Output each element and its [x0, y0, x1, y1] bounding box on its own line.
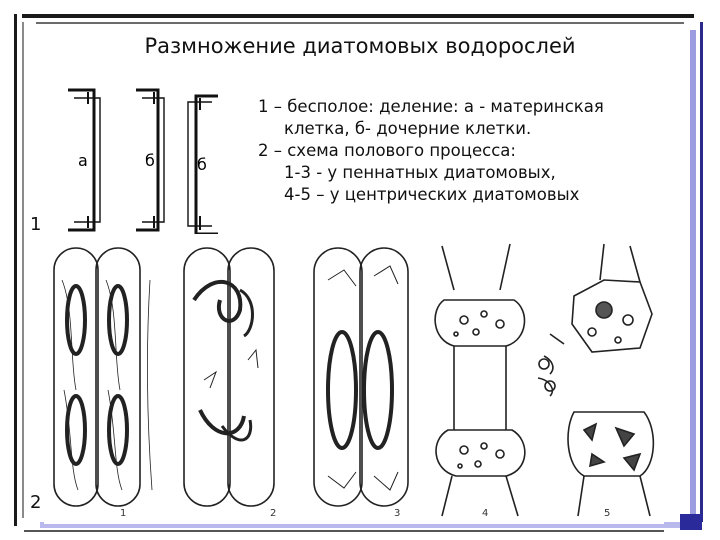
panel-1-pennate-pair [53, 247, 153, 507]
label-b-right: б [197, 155, 207, 174]
mother-cell-frustule [68, 88, 101, 232]
panel-2-pennate-pair [183, 247, 275, 507]
cell-division-diagram: а б б [68, 88, 218, 234]
figure-label-1: 1 [30, 214, 42, 235]
daughter-cell-frustule-right [187, 94, 218, 234]
panel-number-5: 5 [604, 508, 610, 519]
label-a: а [78, 151, 88, 170]
description-line-5: 4-5 – у центрических диатомовых [284, 185, 580, 204]
daughter-cell-frustule-left [136, 88, 165, 232]
frame-bottom-line [24, 530, 664, 532]
description-line-3: 2 – схема полового процесса: [258, 141, 516, 160]
panel-number-1: 1 [120, 508, 126, 519]
description-line-1: 1 – бесполое: деление: а - материнская [258, 97, 604, 116]
panel-3-pennate-pair [313, 247, 409, 507]
panel-number-3: 3 [394, 508, 400, 519]
frame-left-line-inner [22, 22, 24, 518]
description-line-2: клетка, б- дочерние клетки. [284, 119, 532, 138]
panel-4-centric-cell [434, 243, 526, 517]
slide-title: Размножение диатомовых водорослей [144, 34, 576, 58]
frame-top-line [22, 14, 694, 18]
panel-5-centric-cells [537, 243, 655, 517]
figure-label-2: 2 [30, 492, 42, 513]
frame-top-line-inner [36, 22, 684, 24]
panel-number-2: 2 [270, 508, 276, 519]
sexual-process-drawings: 1 2 3 4 5 [44, 240, 664, 524]
frame-right-bar [690, 30, 696, 526]
panel-number-4: 4 [482, 508, 488, 519]
description-block: 1 – бесполое: деление: а - материнская к… [258, 96, 678, 206]
label-b-left: б [145, 151, 155, 170]
frame-right-line [700, 22, 703, 522]
description-line-4: 1-3 - у пеннатных диатомовых, [284, 163, 556, 182]
frame-bottom-bar [40, 522, 700, 528]
frame-left-line [14, 14, 17, 526]
frame-corner-block [680, 514, 702, 530]
